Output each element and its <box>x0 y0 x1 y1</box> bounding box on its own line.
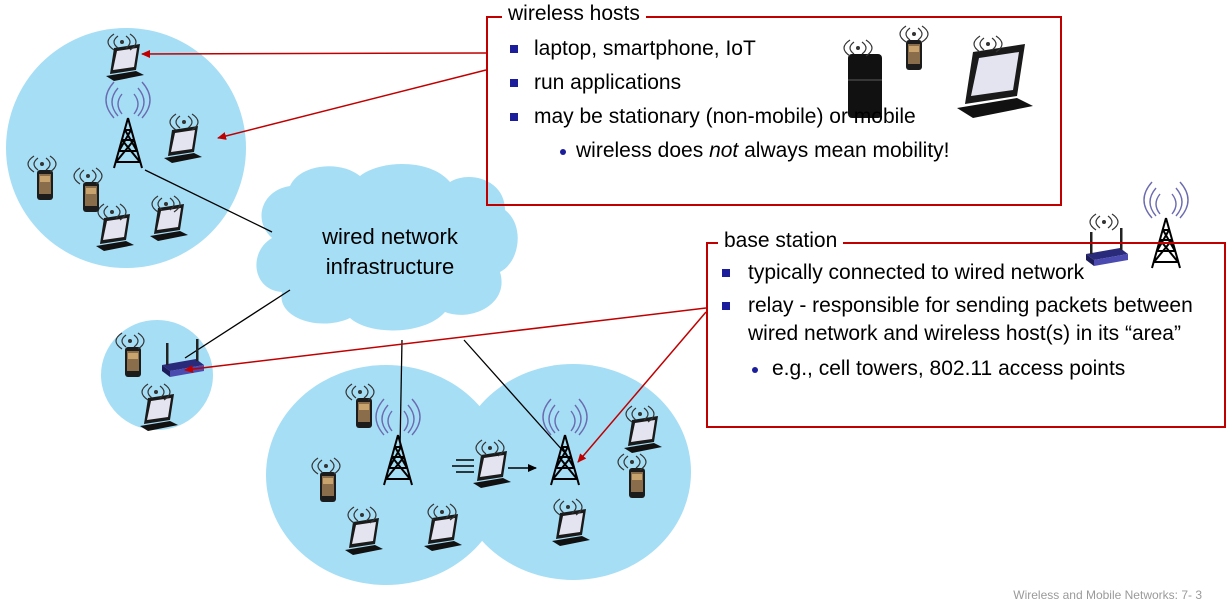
sub-bullet-icon <box>752 367 758 373</box>
sub-bullet-emphasis: not <box>709 139 739 162</box>
wireless-hosts-title: wireless hosts <box>502 2 646 26</box>
bullet-icon <box>510 45 518 53</box>
bullet-item: may be stationary (non-mobile) or mobile <box>508 100 1028 134</box>
sub-bullet-item: e.g., cell towers, 802.11 access points <box>720 354 1224 384</box>
cloud-label-line: infrastructure <box>325 254 455 279</box>
bullet-text: may be stationary (non-mobile) or mobile <box>534 105 916 128</box>
sub-bullet-text: always mean mobility! <box>738 139 950 162</box>
sub-bullet-text: wireless does <box>576 139 710 162</box>
wireless-hosts-list: laptop, smartphone, IoT run applications… <box>508 32 1028 168</box>
slide-footer: Wireless and Mobile Networks: 7- 3 <box>1013 588 1202 602</box>
bullet-icon <box>722 269 730 277</box>
cell-bottom-right <box>455 364 691 580</box>
motion-lines <box>452 459 537 473</box>
base-station-title: base station <box>718 229 844 253</box>
cloud-label-line: wired network <box>322 224 458 249</box>
bullet-icon <box>510 79 518 87</box>
sub-bullet-icon <box>560 149 566 155</box>
wired-network-cloud <box>256 163 518 331</box>
callout-arrows <box>141 49 707 463</box>
wireless-signal-icon <box>1089 213 1119 231</box>
bullet-item: run applications <box>508 66 1028 100</box>
wired-links <box>144 169 565 453</box>
base-station-callout <box>706 242 1226 428</box>
bullet-icon <box>722 302 730 310</box>
bullet-item: typically connected to wired network <box>720 258 1224 288</box>
sub-bullet-text: e.g., cell towers, 802.11 access points <box>772 357 1126 380</box>
cloud-label: wired network infrastructure <box>300 222 480 282</box>
bullet-text: run applications <box>534 71 682 94</box>
bullet-item: relay - responsible for sending packets … <box>720 292 1224 348</box>
bullet-icon <box>510 113 518 121</box>
bullet-text: relay - responsible for sending packets … <box>748 294 1193 345</box>
bullet-text: typically connected to wired network <box>748 261 1085 284</box>
iot-fridge-icon <box>843 39 882 118</box>
wireless-hosts-callout <box>486 16 1062 206</box>
bullet-text: laptop, smartphone, IoT <box>534 37 756 60</box>
cell-top-left <box>6 28 246 268</box>
sub-bullet-item: wireless does not always mean mobility! <box>508 134 1028 168</box>
base-station-list: typically connected to wired network rel… <box>720 258 1224 384</box>
bullet-item: laptop, smartphone, IoT <box>508 32 1028 66</box>
